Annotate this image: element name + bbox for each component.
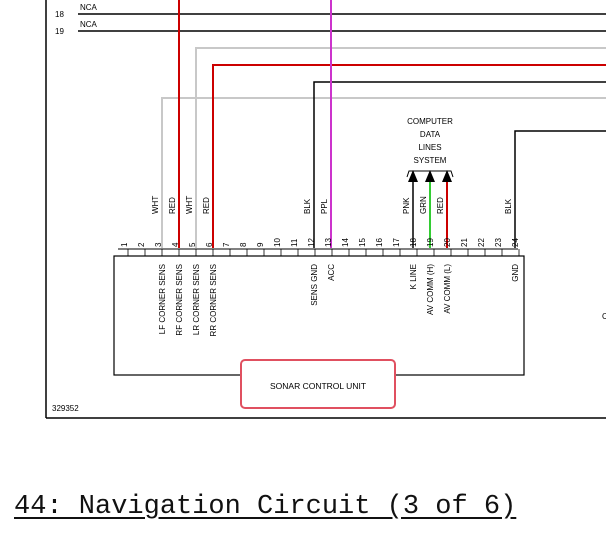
pin-function-pin19: AV COMM (H) (426, 264, 435, 315)
connector-pin-ticks (127, 249, 520, 256)
wire-pin24-blk (514, 130, 606, 248)
pin-function-pin3: LF CORNER SENS (158, 264, 167, 334)
figure-caption: 44: Navigation Circuit (3 of 6) (14, 492, 517, 522)
pin-number-5: 5 (188, 242, 197, 247)
wire-color-label-pin3: WHT (151, 196, 160, 214)
figure-id: 329352 (52, 404, 79, 413)
wire-color-label-pin24: BLK (504, 198, 513, 214)
component-name: SONAR CONTROL UNIT (270, 381, 366, 391)
pin-number-7: 7 (222, 242, 231, 247)
wire-color-label-pin20: RED (436, 197, 445, 214)
pin-number-2: 2 (137, 242, 146, 247)
data-lines-label-line4: SYSTEM (414, 156, 447, 165)
pin-number-23: 23 (494, 238, 503, 247)
edge-fragment-text: C (602, 312, 606, 321)
row-18-label: NCA (80, 3, 98, 12)
pin-number-15: 15 (358, 238, 367, 247)
wire-pin12-blk (313, 81, 606, 248)
pin-number-22: 22 (477, 238, 486, 247)
pin-function-pin24: GND (511, 264, 520, 282)
pin-number-10: 10 (273, 238, 282, 247)
component-name-highlight (240, 359, 396, 409)
pin-number-17: 17 (392, 238, 401, 247)
pin-number-8: 8 (239, 242, 248, 247)
wire-color-label-pin19: GRN (419, 196, 428, 214)
wire-color-label-pin4: RED (168, 197, 177, 214)
pin-number-18: 18 (409, 238, 418, 247)
row-18-number: 18 (55, 10, 64, 19)
data-lines-label-line1: COMPUTER (407, 117, 453, 126)
wire-pin5-wht (195, 47, 606, 248)
pin-number-4: 4 (171, 242, 180, 247)
pin-number-1: 1 (120, 242, 129, 247)
pin-number-9: 9 (256, 242, 265, 247)
arrow-up-pin18 (408, 170, 418, 182)
pin-function-pin6: RR CORNER SENS (209, 264, 218, 336)
pin-function-pin13: ACC (327, 264, 336, 281)
wire-color-label-pin6: RED (202, 197, 211, 214)
pin-number-14: 14 (341, 238, 350, 247)
pin-function-pin18: K LINE (409, 264, 418, 289)
row-19-label: NCA (80, 20, 98, 29)
pin-number-3: 3 (154, 242, 163, 247)
pin-number-12: 12 (307, 238, 316, 247)
pin-number-6: 6 (205, 242, 214, 247)
wire-color-label-pin18: PNK (402, 197, 411, 214)
data-lines-label-line2: DATA (420, 130, 441, 139)
row-19-number: 19 (55, 27, 64, 36)
wire-color-label-pin5: WHT (185, 196, 194, 214)
pin-number-20: 20 (443, 238, 452, 247)
pin-number-24: 24 (511, 238, 520, 247)
wire-pin6-red (212, 64, 606, 248)
arrow-up-pin19 (425, 170, 435, 182)
pin-function-pin5: LR CORNER SENS (192, 264, 201, 335)
pin-number-21: 21 (460, 238, 469, 247)
pin-function-pin20: AV COMM (L) (443, 264, 452, 314)
wire-pin3-wht (161, 97, 606, 248)
wire-color-label-pin12: BLK (303, 198, 312, 214)
arrow-up-pin20 (442, 170, 452, 182)
pin-number-13: 13 (324, 238, 333, 247)
pin-function-pin4: RF CORNER SENS (175, 264, 184, 336)
data-lines-label-line3: LINES (418, 143, 441, 152)
pin-number-11: 11 (290, 238, 299, 247)
pin-number-19: 19 (426, 238, 435, 247)
wire-color-label-pin13: PPL (320, 198, 329, 214)
pin-number-16: 16 (375, 238, 384, 247)
pin-function-pin12: SENS GND (310, 264, 319, 306)
